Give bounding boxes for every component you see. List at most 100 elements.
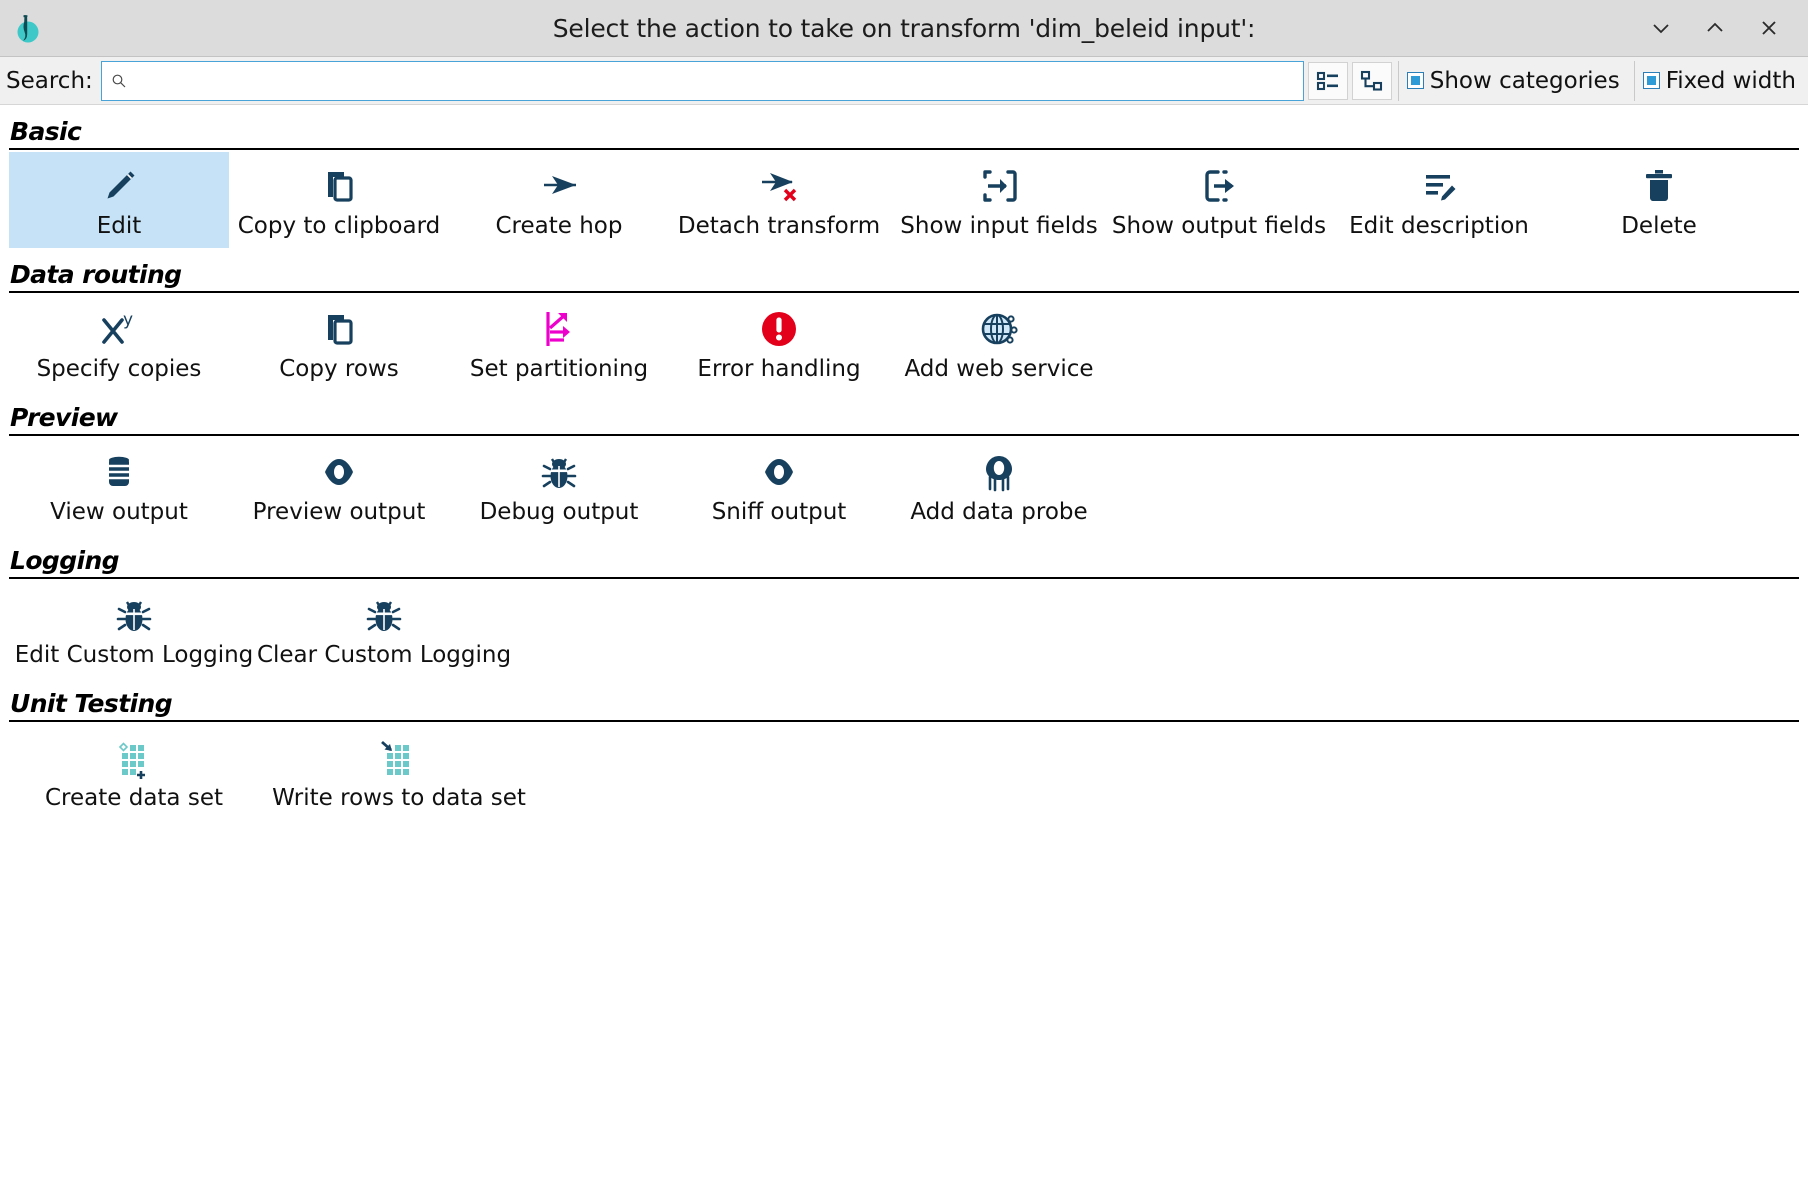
x-power-y-icon: y [93, 303, 145, 355]
search-icon [110, 72, 128, 90]
action-label: Edit Custom Logging [14, 642, 254, 668]
action-item-clear-custom-logging[interactable]: Clear Custom Logging [256, 581, 512, 677]
action-label: Show output fields [1111, 213, 1327, 239]
action-item-copy-rows[interactable]: Copy rows [229, 295, 449, 391]
section-divider [9, 720, 1799, 722]
partitioning-arrows-icon [533, 303, 585, 355]
action-label: Set partitioning [469, 356, 649, 382]
section-divider [9, 148, 1799, 150]
show-categories-checkbox[interactable]: Show categories [1397, 60, 1628, 101]
action-label: Preview output [252, 499, 426, 525]
action-label: Specify copies [36, 356, 202, 382]
action-item-edit-custom-logging[interactable]: Edit Custom Logging [9, 581, 259, 677]
action-item-add-data-probe[interactable]: Add data probe [889, 438, 1109, 534]
database-icon [93, 446, 145, 498]
list-view-button[interactable] [1307, 61, 1348, 100]
action-label: Add data probe [910, 499, 1088, 525]
eye-icon [753, 446, 805, 498]
section-title: Logging [10, 546, 120, 575]
section-items: y Specify copies Copy rows [9, 295, 1799, 391]
action-item-edit-description[interactable]: Edit description [1329, 152, 1549, 248]
trash-icon [1633, 160, 1685, 212]
copy-rows-icon [313, 303, 365, 355]
section-title: Basic [10, 117, 82, 146]
maximize-button[interactable] [1700, 13, 1730, 43]
bug-icon [108, 589, 160, 641]
action-item-show-input-fields[interactable]: Show input fields [889, 152, 1109, 248]
section-divider [9, 577, 1799, 579]
action-label: Create data set [44, 785, 223, 811]
action-label: Debug output [479, 499, 639, 525]
section-items: View output Preview output [9, 438, 1799, 534]
section-data-routing: Data routing y Specify copies [9, 248, 1799, 391]
fixed-width-checkbox[interactable]: Fixed width [1633, 60, 1804, 101]
section-title: Data routing [10, 260, 182, 289]
section-logging: Logging Edit Custom Logging [9, 534, 1799, 677]
data-probe-icon [973, 446, 1025, 498]
action-item-copy-to-clipboard[interactable]: Copy to clipboard [229, 152, 449, 248]
input-fields-icon [973, 160, 1025, 212]
close-button[interactable] [1754, 13, 1784, 43]
create-data-set-icon [108, 732, 160, 784]
action-item-debug-output[interactable]: Debug output [449, 438, 669, 534]
search-toolbar: Search: [0, 57, 1808, 105]
action-item-detach-transform[interactable]: Detach transform [669, 152, 889, 248]
action-label: Create hop [495, 213, 623, 239]
actions-list: Basic Edit [0, 105, 1808, 1203]
edit-description-icon [1413, 160, 1465, 212]
action-label: Copy rows [279, 356, 399, 382]
section-basic: Basic Edit [9, 105, 1799, 248]
fixed-width-label: Fixed width [1665, 67, 1796, 94]
action-label: Show input fields [900, 213, 1098, 239]
tree-view-button[interactable] [1351, 61, 1392, 100]
search-input[interactable] [133, 62, 1295, 99]
bug-icon [533, 446, 585, 498]
action-item-create-data-set[interactable]: Create data set [9, 724, 259, 820]
section-divider [9, 291, 1799, 293]
search-field-wrapper[interactable] [100, 60, 1304, 101]
minimize-button[interactable] [1646, 13, 1676, 43]
show-categories-label: Show categories [1429, 67, 1620, 94]
bug-icon [358, 589, 410, 641]
action-item-set-partitioning[interactable]: Set partitioning [449, 295, 669, 391]
action-item-specify-copies[interactable]: y Specify copies [9, 295, 229, 391]
action-label: Error handling [697, 356, 861, 382]
action-item-create-hop[interactable]: Create hop [449, 152, 669, 248]
action-label: Delete [1621, 213, 1697, 239]
action-label: Write rows to data set [272, 785, 526, 811]
action-item-view-output[interactable]: View output [9, 438, 229, 534]
arrow-hop-icon [533, 160, 585, 212]
globe-icon [973, 303, 1025, 355]
action-label: Sniff output [711, 499, 847, 525]
action-item-add-web-service[interactable]: Add web service [889, 295, 1109, 391]
checkbox-box[interactable] [1642, 72, 1660, 89]
arrow-hop-delete-icon [753, 160, 805, 212]
eye-icon [313, 446, 365, 498]
action-item-show-output-fields[interactable]: Show output fields [1109, 152, 1329, 248]
action-label: Clear Custom Logging [256, 642, 512, 668]
checkbox-box[interactable] [1406, 72, 1424, 89]
apache-hop-logo-icon [0, 0, 54, 57]
action-item-preview-output[interactable]: Preview output [229, 438, 449, 534]
action-item-error-handling[interactable]: Error handling [669, 295, 889, 391]
section-preview: Preview View output [9, 391, 1799, 534]
action-label: Detach transform [677, 213, 881, 239]
action-item-edit[interactable]: Edit [9, 152, 229, 248]
action-label: Add web service [904, 356, 1094, 382]
window-title: Select the action to take on transform '… [552, 13, 1256, 43]
section-items: Create data set [9, 724, 1799, 820]
action-label: Edit description [1349, 213, 1529, 239]
write-rows-data-set-icon [373, 732, 425, 784]
action-item-sniff-output[interactable]: Sniff output [669, 438, 889, 534]
title-bar: Select the action to take on transform '… [0, 0, 1808, 57]
pencil-icon [93, 160, 145, 212]
action-item-write-rows-to-data-set[interactable]: Write rows to data set [259, 724, 539, 820]
section-title: Preview [10, 403, 118, 432]
section-divider [9, 434, 1799, 436]
error-circle-icon [753, 303, 805, 355]
search-label: Search: [6, 67, 93, 94]
action-label: Edit [96, 213, 142, 239]
section-title: Unit Testing [10, 689, 173, 718]
action-item-delete[interactable]: Delete [1549, 152, 1769, 248]
